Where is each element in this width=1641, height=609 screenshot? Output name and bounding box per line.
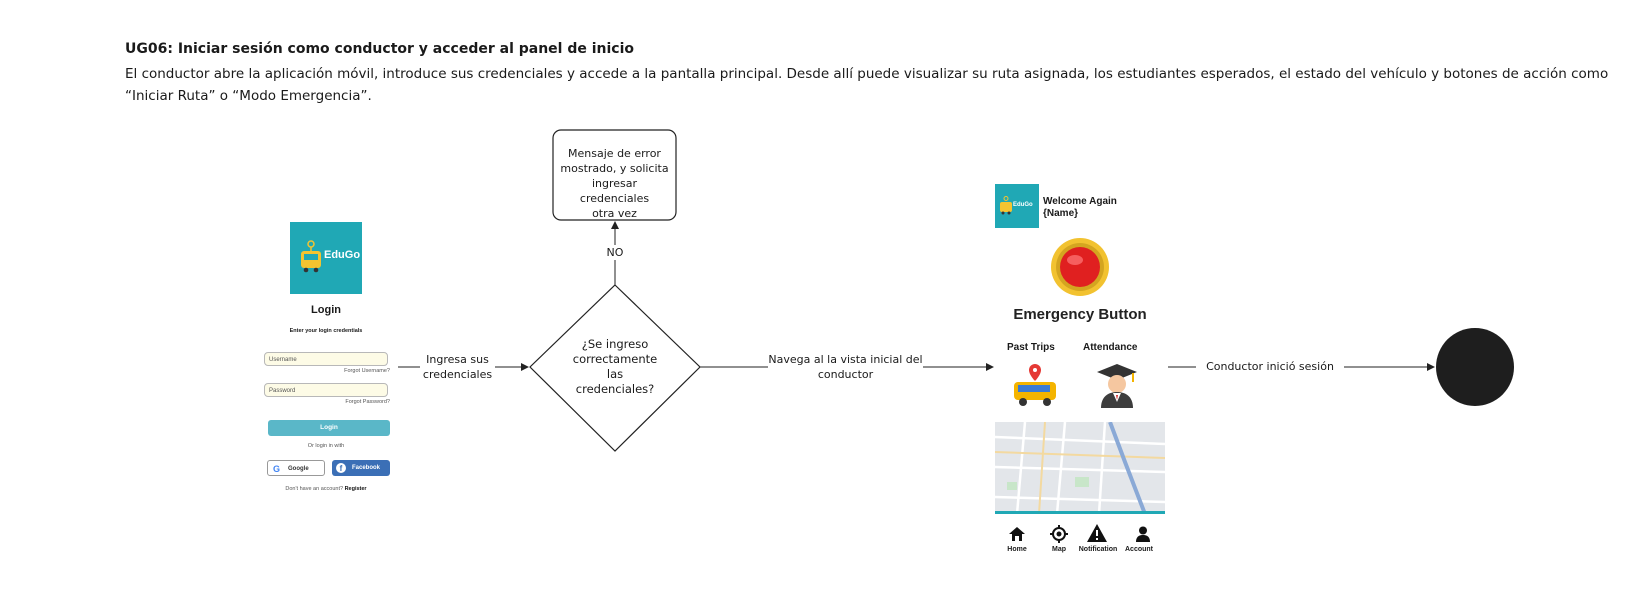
welcome-line: Welcome Again — [1043, 196, 1117, 207]
emergency-label: Emergency Button — [1013, 306, 1147, 323]
no-account-text: Don't have an account? — [285, 486, 344, 492]
edugo-logo: EduGo — [290, 222, 362, 294]
page-title: UG06: Iniciar sesión como conductor y ac… — [125, 41, 635, 57]
warning-icon[interactable] — [1087, 524, 1107, 542]
decision-text-line: credenciales? — [575, 382, 655, 396]
decision-text: ¿Se ingreso correctamente las credencial… — [565, 337, 665, 397]
forgot-username-link[interactable]: Forgot Username? — [344, 368, 390, 374]
account-icon[interactable] — [1135, 526, 1151, 542]
facebook-button[interactable]: f Facebook — [332, 460, 390, 476]
edge-label-line: Ingresa sus — [426, 353, 489, 366]
dashboard-logo: EduGo — [995, 184, 1039, 228]
or-login-with: Or login in with — [307, 443, 345, 449]
emergency-button[interactable] — [1049, 236, 1111, 298]
decision-text-line: correctamente — [572, 352, 658, 366]
decision-text-line: las — [606, 367, 624, 381]
attendance-label[interactable]: Attendance — [1083, 342, 1138, 353]
facebook-button-label: Facebook — [352, 465, 381, 471]
forgot-password-link[interactable]: Forgot Password? — [345, 399, 390, 405]
error-text-line: otra vez — [592, 207, 637, 220]
bus-icon — [1000, 196, 1012, 215]
past-trips-bus-icon[interactable] — [1011, 362, 1059, 408]
dashboard-screen-mockup: EduGo Welcome Again {Name} Emergency But… — [995, 182, 1165, 557]
nav-account-label[interactable]: Account — [1125, 546, 1153, 553]
past-trips-label[interactable]: Past Trips — [1007, 342, 1055, 353]
facebook-icon: f — [336, 463, 346, 473]
decision-diamond — [529, 284, 701, 452]
register-line: Don't have an account? Register — [258, 486, 394, 492]
edge-label-line: credenciales — [422, 368, 493, 381]
page-description: El conductor abre la aplicación móvil, i… — [125, 66, 1609, 104]
decision-text-line: ¿Se ingreso — [581, 337, 649, 351]
nav-home-label[interactable]: Home — [1007, 546, 1027, 553]
map-graphic — [995, 422, 1165, 514]
edge-login-decision-label: Ingresa sus credenciales — [420, 352, 495, 382]
google-icon: G — [273, 464, 281, 474]
google-button-label: Google — [288, 466, 309, 472]
end-node — [1436, 328, 1514, 406]
dashboard-logo-text: EduGo — [1013, 202, 1033, 208]
register-link[interactable]: Register — [344, 486, 367, 492]
nav-notification-label[interactable]: Notification — [1078, 546, 1118, 553]
home-icon[interactable] — [1009, 526, 1025, 542]
error-box-text: Mensaje de error mostrado, y solicita in… — [556, 146, 673, 221]
map-target-icon[interactable] — [1050, 525, 1068, 543]
google-button[interactable]: G Google — [267, 460, 325, 476]
login-subtitle: Enter your login credentials — [289, 328, 363, 334]
username-field[interactable]: Username — [264, 352, 388, 366]
edge-label-line: conductor — [817, 368, 874, 381]
login-screen-mockup: EduGo Login Enter your login credentials… — [258, 220, 394, 502]
edge-dashboard-end-label: Conductor inició sesión — [1196, 359, 1344, 374]
error-text-line: ingresar credenciales — [579, 177, 650, 205]
error-text-line: mostrado, y solicita — [560, 162, 669, 175]
edge-decision-dashboard-label: Navega al la vista inicial del conductor — [768, 352, 923, 382]
login-button[interactable]: Login — [268, 420, 390, 436]
password-field[interactable]: Password — [264, 383, 388, 397]
logo-text: EduGo — [324, 249, 361, 261]
error-text-line: Mensaje de error — [568, 147, 661, 160]
bus-icon — [301, 240, 321, 273]
nav-map-label[interactable]: Map — [1052, 546, 1066, 553]
welcome-name: {Name} — [1043, 208, 1079, 219]
login-title: Login — [311, 304, 341, 316]
error-box — [552, 129, 677, 221]
edge-no-label: NO — [603, 245, 627, 260]
attendance-graduate-icon[interactable] — [1095, 362, 1139, 408]
map-preview[interactable] — [995, 422, 1165, 514]
welcome-text: Welcome Again {Name} — [1043, 196, 1117, 220]
edge-label-line: Navega al la vista inicial del — [768, 353, 923, 366]
